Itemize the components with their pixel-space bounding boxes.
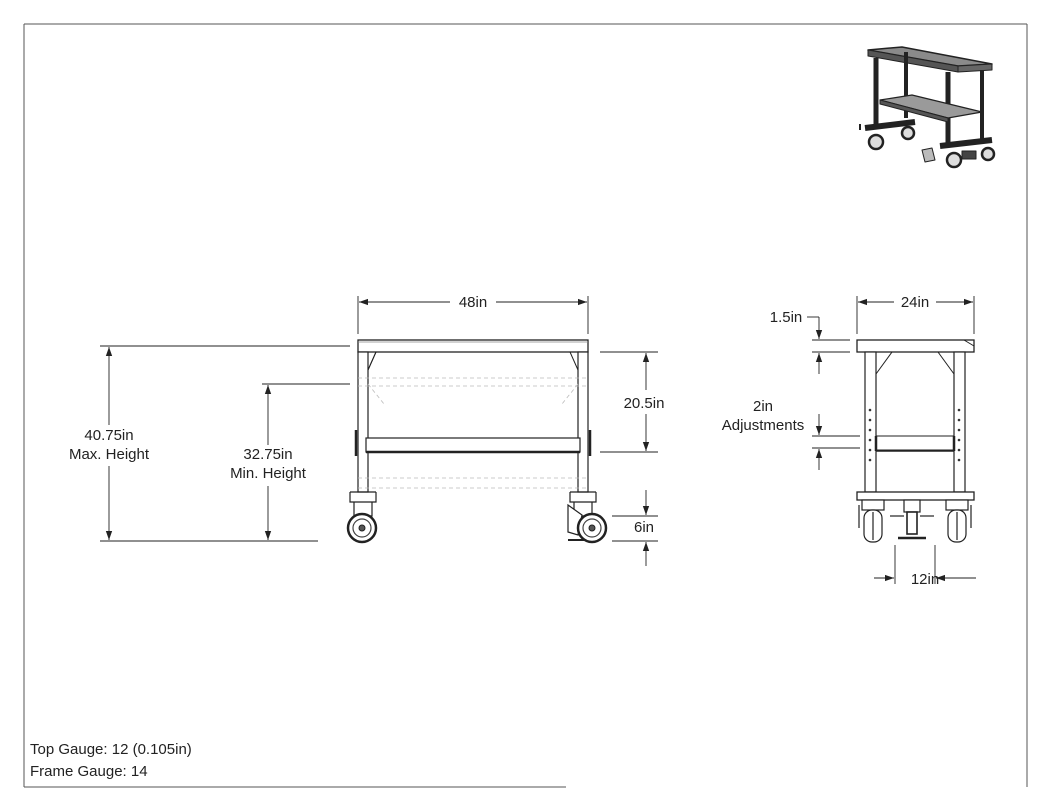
side-width-label: 24in [901, 294, 929, 311]
frame-gauge-note: Frame Gauge: 14 [30, 763, 148, 780]
top-gauge-note: Top Gauge: 12 (0.105in) [30, 741, 192, 758]
min-height-caption: Min. Height [230, 465, 307, 482]
dimension-lines-front [100, 296, 658, 566]
gauge-notes: Top Gauge: 12 (0.105in) Frame Gauge: 14 [30, 739, 192, 783]
caster-height-label: 6in [634, 519, 654, 536]
dimension-lines-side [807, 296, 976, 584]
min-height-value: 32.75in [243, 446, 292, 463]
top-thickness-label: 1.5in [770, 309, 803, 326]
iso-view-thumbnail [859, 46, 996, 169]
adjustment-caption: Adjustments [722, 417, 805, 434]
front-view [346, 339, 608, 544]
shelf-spacing-label: 20.5in [624, 395, 665, 412]
adjustment-value: 2in [753, 398, 773, 415]
width-dimension-label: 48in [459, 294, 487, 311]
sheet-border [23, 23, 1028, 788]
caster-spacing-label: 12in [911, 571, 939, 588]
max-height-caption: Max. Height [69, 446, 150, 463]
max-height-value: 40.75in [84, 427, 133, 444]
side-view [856, 339, 975, 543]
